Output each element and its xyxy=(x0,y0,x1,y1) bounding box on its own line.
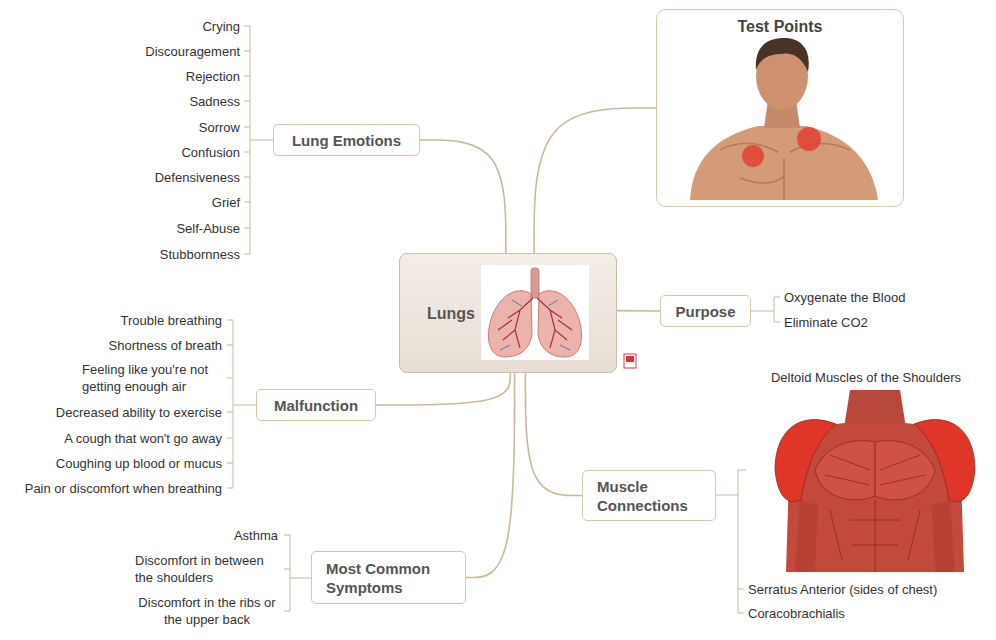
branch-item: Sorrow xyxy=(199,119,240,136)
branch-item: Self-Abuse xyxy=(176,220,240,237)
left-lung xyxy=(488,291,532,357)
branch-connector xyxy=(376,373,510,405)
branch-item: Stubbornness xyxy=(160,246,240,263)
branch-item: Defensiveness xyxy=(155,169,240,186)
test-point xyxy=(797,127,821,151)
branch-box: Muscle Connections xyxy=(582,470,716,521)
branch-item: Coughing up blood or mucus xyxy=(56,455,222,472)
test-point xyxy=(742,145,764,167)
branch-item: Shortness of breath xyxy=(109,337,222,354)
branch-box: Lung Emotions xyxy=(273,124,420,156)
node-title: Test Points xyxy=(657,17,903,36)
node-title: Purpose xyxy=(675,302,735,321)
branch-box: Purpose xyxy=(660,295,751,327)
branch-item: Coracobrachialis xyxy=(748,605,845,622)
node-title: Muscle Connections xyxy=(597,477,701,515)
hair xyxy=(756,38,809,72)
branch-item: Serratus Anterior (sides of chest) xyxy=(748,581,937,598)
shading xyxy=(720,143,850,200)
trachea xyxy=(531,268,539,298)
branch-connector xyxy=(534,108,656,253)
arm-muscle xyxy=(932,500,955,572)
branch-item: Decreased ability to exercise xyxy=(56,404,222,421)
bracket xyxy=(227,320,256,488)
icon-mark xyxy=(626,356,634,362)
bracket xyxy=(284,535,311,611)
muscle-fibres xyxy=(825,455,925,572)
branch-item: Sadness xyxy=(189,93,240,110)
panel-ground xyxy=(656,9,904,207)
branch-box: Malfunction xyxy=(256,389,376,421)
branch-connector xyxy=(420,140,506,253)
branch-item: Deltoid Muscles of the Shoulders xyxy=(771,369,961,386)
node-title: Lungs xyxy=(427,304,475,323)
pectoral xyxy=(815,441,875,500)
node-title: Malfunction xyxy=(274,396,358,415)
node-title: Lung Emotions xyxy=(292,131,401,150)
lungs-picture xyxy=(481,265,589,360)
branch-item: A cough that won't go away xyxy=(64,430,222,447)
right-lung xyxy=(538,291,582,357)
vessels xyxy=(537,298,572,348)
image-panel: Test Points xyxy=(656,9,904,207)
branch-item: Crying xyxy=(202,18,240,35)
torso-photo xyxy=(690,38,878,200)
branch-item: Discomfort in between the shoulders xyxy=(135,552,277,586)
bracket-lines xyxy=(227,26,780,613)
picture-ground xyxy=(481,265,589,360)
branch-item: Trouble breathing xyxy=(121,312,222,329)
deltoid xyxy=(775,420,836,502)
branch-item: Discouragement xyxy=(145,43,240,60)
branch-connector xyxy=(525,373,582,496)
branch-item: Confusion xyxy=(181,144,240,161)
node-title: Most Common Symptoms xyxy=(326,559,451,597)
branch-item: Asthma xyxy=(234,527,278,544)
icon-page xyxy=(624,354,636,368)
vessels xyxy=(500,300,570,350)
pectoral xyxy=(875,441,935,500)
bracket xyxy=(244,26,273,254)
branch-item: Rejection xyxy=(186,68,240,85)
neck-muscle xyxy=(844,390,906,428)
branch-connector xyxy=(617,310,660,312)
branch-item: Oxygenate the Blood xyxy=(784,289,905,306)
bracket xyxy=(716,470,746,613)
branch-item: Feeling like you're not getting enough a… xyxy=(82,361,224,395)
bracket xyxy=(751,297,780,322)
branch-connector xyxy=(466,373,515,578)
muscle-figure xyxy=(775,390,975,572)
branch-item: Grief xyxy=(212,194,240,211)
torso xyxy=(690,126,878,200)
central-topic: Lungs xyxy=(399,253,617,373)
central-ground xyxy=(399,253,617,373)
branch-item: Eliminate CO2 xyxy=(784,314,868,331)
file-icon xyxy=(624,354,636,368)
branch-item: Pain or discomfort when breathing xyxy=(25,480,222,497)
branch-item: Discomfort in the ribs or the upper back xyxy=(136,594,278,628)
branch-box: Most Common Symptoms xyxy=(311,551,466,604)
vessels xyxy=(498,298,533,348)
arm-muscle xyxy=(795,500,818,572)
deltoid xyxy=(914,420,975,502)
